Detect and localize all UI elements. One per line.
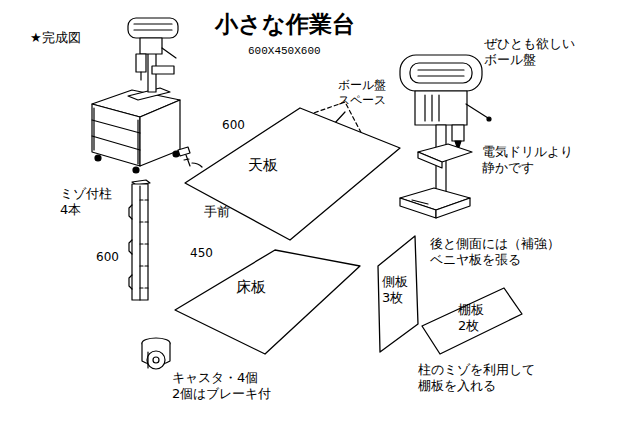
part-label: 棚板 2枚 bbox=[458, 302, 490, 335]
part-name: キャスタ・4個 2個はブレーキ付 bbox=[172, 370, 284, 403]
floor-board: 床板 bbox=[170, 246, 366, 358]
part-label: 側板 3枚 bbox=[382, 274, 414, 307]
dimension: 600 bbox=[96, 250, 119, 265]
callout: 電気ドリルより 静かです bbox=[482, 144, 584, 177]
note: 後と側面には（補強） ベニヤ板を張る bbox=[430, 236, 582, 269]
board-outline bbox=[180, 104, 406, 244]
part-label: 手前 bbox=[204, 204, 230, 220]
board-outline bbox=[170, 246, 366, 358]
caster-drawing bbox=[142, 338, 170, 369]
part-label: 天板 bbox=[248, 156, 278, 175]
callout: ぜひとも欲しい ボール盤 bbox=[484, 36, 586, 69]
title: 小さな作業台 bbox=[215, 10, 355, 39]
dimension: 600 bbox=[222, 118, 245, 133]
pillar-drawing bbox=[129, 180, 150, 300]
screw-icon bbox=[178, 147, 202, 167]
drill-press-drawing bbox=[400, 55, 491, 218]
cabinet-drawing bbox=[92, 18, 180, 173]
dimension: 450 bbox=[190, 246, 213, 261]
callout: ボール盤 スペース bbox=[338, 78, 410, 108]
part-name: ミゾ付柱 4本 bbox=[60, 186, 120, 219]
dimension: 600X450X600 bbox=[248, 45, 321, 59]
part-label: 床板 bbox=[236, 278, 266, 297]
shelf-board: 棚板 2枚 bbox=[418, 284, 526, 358]
heading-note: ★完成図 bbox=[30, 30, 81, 46]
top-board: 天板手前 bbox=[180, 104, 406, 244]
note: 柱のミゾを利用して 棚板を入れる bbox=[418, 362, 550, 395]
side-panel: 側板 3枚 bbox=[372, 232, 422, 356]
